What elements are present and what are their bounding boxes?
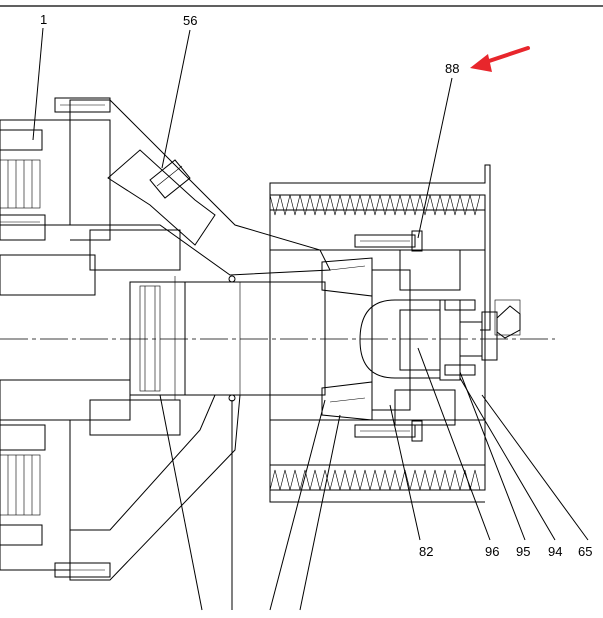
callout-94: 94 xyxy=(548,544,562,559)
bearing-lower xyxy=(321,381,373,421)
callout-1: 1 xyxy=(40,12,47,27)
housing-boss-upper xyxy=(89,229,181,271)
callout-65: 65 xyxy=(578,544,592,559)
callout-96: 96 xyxy=(485,544,499,559)
pulley-bottom-rim xyxy=(269,490,485,503)
housing-boss-lower xyxy=(89,399,181,436)
bracket-56 xyxy=(107,149,216,246)
pulley-housing xyxy=(269,194,486,491)
end-cap xyxy=(359,269,461,411)
main-shaft xyxy=(129,276,326,400)
housing-bolts xyxy=(354,230,476,442)
housing-arm-lower xyxy=(69,394,241,581)
pulley-grooves-top xyxy=(269,194,481,216)
snap-ring-upper xyxy=(228,275,236,283)
housing-arm-upper xyxy=(69,99,331,276)
left-housing-lower xyxy=(0,379,131,578)
leader-lines xyxy=(32,27,589,611)
bearing-upper xyxy=(321,257,373,297)
callout-88: 88 xyxy=(445,61,459,76)
bearing-roller-upper xyxy=(329,265,366,271)
callout-82: 82 xyxy=(419,544,433,559)
callout-95: 95 xyxy=(516,544,530,559)
left-housing-upper xyxy=(0,97,111,296)
callout-56: 56 xyxy=(183,13,197,28)
tip-nut xyxy=(459,299,521,361)
red-arrow-icon xyxy=(470,46,530,72)
bearing-roller-lower xyxy=(329,397,366,403)
pulley-top-rim xyxy=(269,164,491,331)
pulley-grooves-bottom xyxy=(269,469,481,491)
